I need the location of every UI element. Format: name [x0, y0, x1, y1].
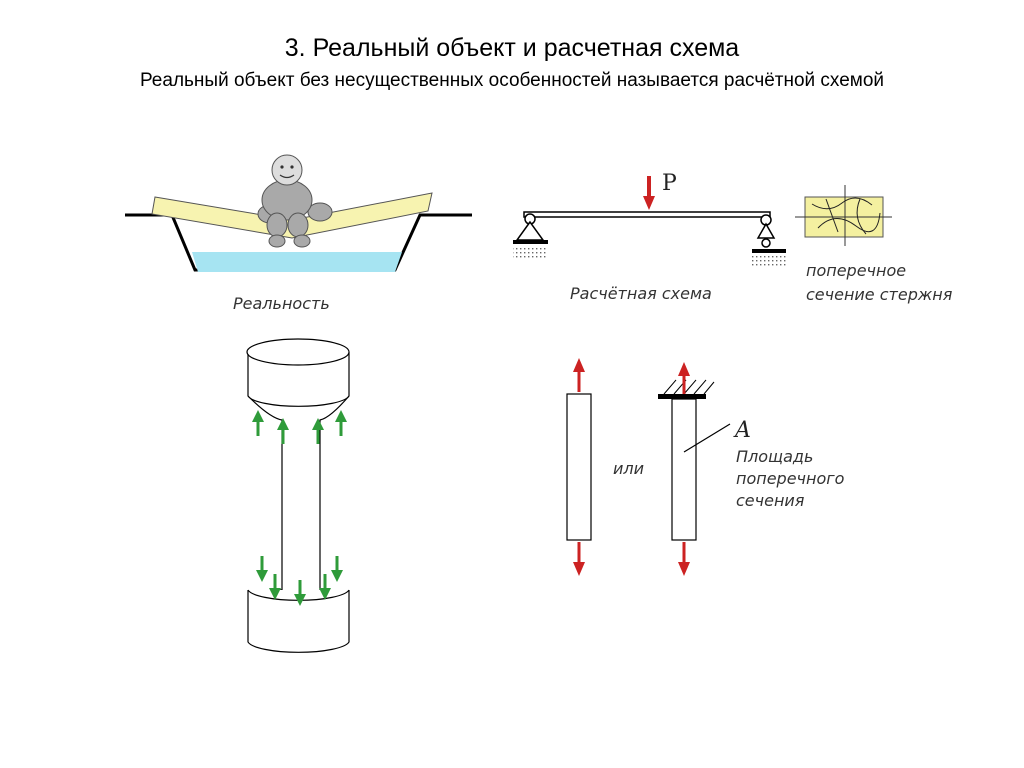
roller-support-right — [752, 214, 786, 267]
cross-section: поперечное сечение стержня — [795, 185, 953, 304]
beam — [523, 211, 771, 218]
design-scheme: P Расчётная схема — [513, 171, 786, 303]
design-scheme-label: Расчётная схема — [570, 284, 712, 303]
area-label-line2: поперечного — [736, 469, 845, 488]
fixed-support-hatch — [658, 379, 715, 399]
red-arrow-down — [678, 542, 690, 576]
page-subtitle: Реальный объект без несущественных особе… — [139, 70, 885, 91]
pin-support-left — [513, 213, 548, 258]
cross-section-label-line2: сечение стержня — [806, 285, 953, 304]
specimen-bottom-grip — [247, 589, 350, 653]
red-arrow-up — [678, 362, 690, 394]
or-label: или — [613, 459, 644, 478]
area-symbol: A — [733, 418, 751, 443]
area-label-line1: Площадь — [736, 447, 813, 466]
bar-free — [566, 358, 592, 576]
load-label: P — [662, 171, 677, 196]
specimen-top-grip — [246, 338, 350, 407]
reality-label: Реальность — [233, 294, 330, 313]
cross-section-label-line1: поперечное — [806, 261, 906, 280]
green-arrows-up — [252, 410, 347, 444]
red-arrow-down — [573, 542, 585, 576]
bar-fixed: A Площадь поперечного сечения — [658, 362, 845, 576]
tension-specimen — [246, 338, 350, 653]
red-arrow-up — [573, 358, 585, 392]
area-leader-line — [683, 423, 731, 453]
area-label-line3: сечения — [736, 491, 805, 510]
load-arrow — [643, 176, 655, 210]
page-title: 3. Реальный объект и расчетная схема — [284, 34, 740, 62]
water — [192, 252, 402, 272]
green-arrows-down — [256, 556, 343, 606]
person-figure — [257, 154, 333, 248]
reality-scene: Реальность — [125, 154, 472, 313]
